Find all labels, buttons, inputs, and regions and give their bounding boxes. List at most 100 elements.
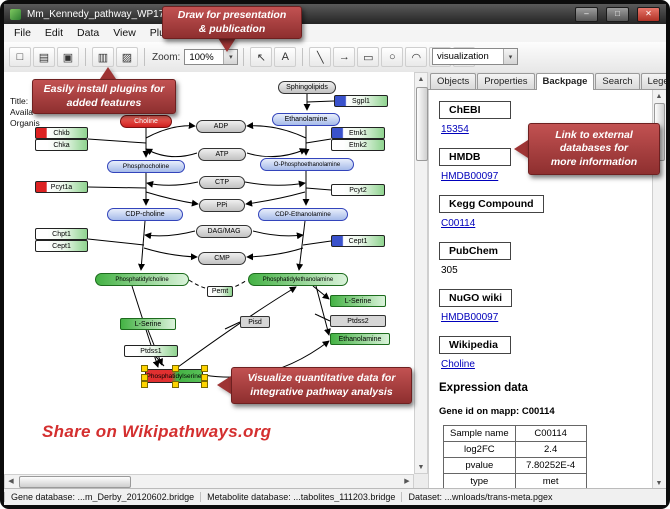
save-icon[interactable]: ▣ xyxy=(57,47,79,67)
pathway-node-phosphatidylethanolamine[interactable]: Phosphatidylethanolamine xyxy=(248,273,348,286)
toolbar-separator xyxy=(144,48,145,66)
expr-cell: 2.4 xyxy=(514,441,587,458)
selection-handle[interactable] xyxy=(141,373,148,381)
close-button[interactable]: ✕ xyxy=(637,6,660,22)
expr-header-cell: C00114 xyxy=(514,425,587,442)
backpage-link[interactable]: C00114 xyxy=(441,218,476,229)
paste-icon[interactable]: ▨ xyxy=(116,47,138,67)
scroll-right-icon[interactable]: ▶ xyxy=(404,478,410,485)
minimize-button[interactable]: – xyxy=(575,6,598,22)
backpage-link[interactable]: HMDB00097 xyxy=(441,171,499,182)
selection-handle[interactable] xyxy=(201,381,208,388)
canvas-horizontal-scrollbar[interactable]: ◀ ▶ xyxy=(4,474,414,489)
menu-item-file[interactable]: File xyxy=(14,27,31,39)
maximize-button[interactable]: □ xyxy=(606,6,629,22)
pathway-node-sgpl1[interactable]: Sgpl1 xyxy=(334,95,388,107)
horizontal-scroll-thumb[interactable] xyxy=(19,476,131,488)
callout-line: databases for xyxy=(559,142,629,155)
visualization-select[interactable]: visualization ▾ xyxy=(432,48,518,65)
pathway-node-chkb[interactable]: Chkb xyxy=(35,127,88,139)
pathway-node-cmp[interactable]: CMP xyxy=(198,252,246,265)
tab-objects[interactable]: Objects xyxy=(430,73,477,89)
pathway-node-chka[interactable]: Chka xyxy=(35,139,88,151)
pathway-info-line: Organis xyxy=(10,118,40,128)
pathway-node-dag-mag[interactable]: DAG/MAG xyxy=(196,225,252,238)
title-bar[interactable]: Mm_Kennedy_pathway_WP1771_45176.gpml – □… xyxy=(4,4,666,24)
zoom-select-value: 100% xyxy=(189,51,214,63)
select-tool-icon[interactable]: ↖ xyxy=(250,47,273,67)
open-file-icon[interactable]: ▤ xyxy=(33,47,55,67)
zoom-select[interactable]: 100% ▾ xyxy=(184,49,239,65)
pathway-node-etnk1[interactable]: Etnk1 xyxy=(331,127,385,139)
pathway-node-ptdss2[interactable]: Ptdss2 xyxy=(330,315,386,327)
scroll-up-icon[interactable]: ▲ xyxy=(417,75,425,83)
pathway-node-etnk2[interactable]: Etnk2 xyxy=(331,139,385,151)
selection-handle[interactable] xyxy=(201,373,208,381)
dropdown-arrow-icon[interactable]: ▾ xyxy=(503,49,517,64)
label-tool-icon[interactable]: A xyxy=(274,47,297,67)
vertical-scroll-thumb[interactable] xyxy=(416,87,428,161)
dropdown-arrow-icon[interactable]: ▾ xyxy=(223,50,238,64)
pathway-node-cdp-ethanolamine[interactable]: CDP-Ethanolamine xyxy=(258,208,348,221)
expr-cell: log2FC xyxy=(443,441,516,458)
pathway-node-atp[interactable]: ATP xyxy=(198,148,246,161)
callout-visualize-data-arrow-icon xyxy=(217,376,231,394)
pathway-node-phosphocholine[interactable]: Phosphocholine xyxy=(107,160,185,173)
menu-item-edit[interactable]: Edit xyxy=(44,27,64,39)
callout-line: & publication xyxy=(198,22,266,35)
toolbar-separator xyxy=(243,48,245,66)
pathway-node-pcyt2[interactable]: Pcyt2 xyxy=(331,184,385,196)
callout-line: added features xyxy=(66,96,142,109)
selection-handle[interactable] xyxy=(141,381,148,388)
pathway-node-cept1[interactable]: Cept1 xyxy=(331,235,385,247)
tab-search[interactable]: Search xyxy=(595,73,640,89)
menu-item-view[interactable]: View xyxy=(113,27,136,39)
pathway-node-phosphatidylcholine[interactable]: Phosphatidylcholine xyxy=(95,273,189,286)
pathway-node-cept1[interactable]: Cept1 xyxy=(35,240,88,252)
pathway-node-ethanolamine[interactable]: Ethanolamine xyxy=(330,333,390,345)
arrow-tool-icon[interactable]: → xyxy=(333,47,356,67)
backpage-link[interactable]: HMDB00097 xyxy=(441,312,499,323)
scroll-down-icon[interactable]: ▼ xyxy=(417,463,425,471)
pathway-node-o-phosphoethanolamine[interactable]: O-Phosphoethanolamine xyxy=(260,158,354,171)
canvas-vertical-scrollbar[interactable]: ▲ ▼ xyxy=(414,72,428,474)
backpage-link[interactable]: Choline xyxy=(441,359,475,370)
copy-icon[interactable]: ▥ xyxy=(92,47,114,67)
selection-handle[interactable] xyxy=(141,365,148,372)
pathway-node-ptdss1[interactable]: Ptdss1 xyxy=(124,345,178,357)
pathway-node-l-serine[interactable]: L-Serine xyxy=(120,318,176,330)
tab-legend[interactable]: Legend xyxy=(640,73,666,89)
pathway-node-pisd[interactable]: Pisd xyxy=(240,316,270,328)
pathway-node-sphingolipids[interactable]: Sphingolipids xyxy=(278,81,336,94)
pathway-node-pcyt1a[interactable]: Pcyt1a xyxy=(35,181,88,193)
pathway-node-cdp-choline[interactable]: CDP-choline xyxy=(107,208,183,221)
arc-tool-icon[interactable]: ◠ xyxy=(405,47,428,67)
backpage-section-value: 305 xyxy=(441,265,653,276)
scroll-down-icon[interactable]: ▼ xyxy=(655,479,663,487)
pathway-node-chpt1[interactable]: Chpt1 xyxy=(35,228,88,240)
tab-properties[interactable]: Properties xyxy=(477,73,535,89)
rect-tool-icon[interactable]: ▭ xyxy=(357,47,380,67)
oval-tool-icon[interactable]: ○ xyxy=(381,47,404,67)
selection-handle[interactable] xyxy=(171,365,179,372)
backpage-section-header: HMDB xyxy=(439,148,511,166)
pathway-node-adp[interactable]: ADP xyxy=(196,120,246,133)
scroll-left-icon[interactable]: ◀ xyxy=(8,478,14,485)
pathway-node-ctp[interactable]: CTP xyxy=(199,176,245,189)
pathway-node-choline[interactable]: Choline xyxy=(120,115,172,128)
selection-handle[interactable] xyxy=(171,381,179,388)
new-file-icon[interactable]: □ xyxy=(9,47,31,67)
app-icon xyxy=(10,8,21,20)
menu-item-data[interactable]: Data xyxy=(77,27,100,39)
pathway-node-l-serine[interactable]: L-Serine xyxy=(330,295,386,307)
backpage-link[interactable]: 15354 xyxy=(441,124,469,135)
tab-backpage[interactable]: Backpage xyxy=(535,73,595,90)
selection-handle[interactable] xyxy=(201,365,208,372)
pathway-node-ppi[interactable]: PPi xyxy=(199,199,245,212)
pathway-node-ethanolamine[interactable]: Ethanolamine xyxy=(272,113,340,126)
scroll-up-icon[interactable]: ▲ xyxy=(655,92,663,100)
line-tool-icon[interactable]: ╲ xyxy=(309,47,332,67)
pathway-node-pemt[interactable]: Pemt xyxy=(207,286,233,297)
